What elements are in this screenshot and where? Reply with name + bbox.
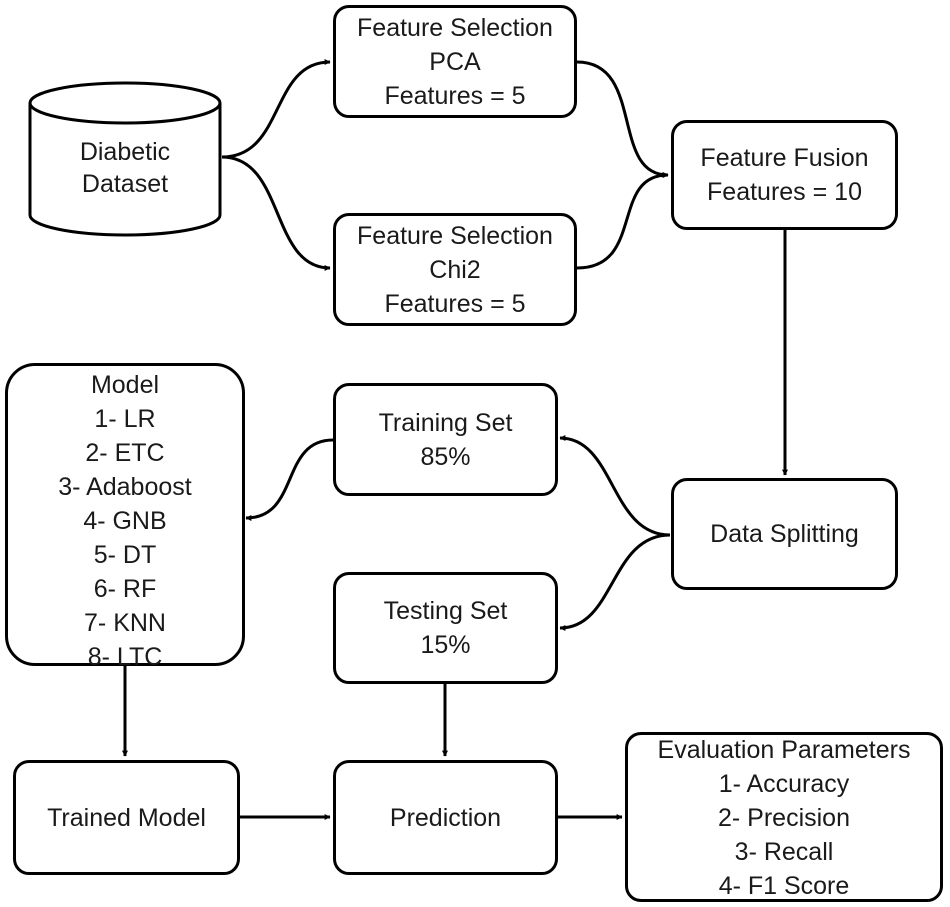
chi2-node: Feature Selection Chi2 Features = 5: [333, 213, 577, 326]
training-line-2: 85%: [420, 442, 471, 471]
pca-line-2: PCA: [429, 47, 481, 76]
model-line-2: 1- LR: [94, 405, 156, 433]
dataset-node: Diabetic Dataset: [32, 136, 218, 200]
fusion-node: Feature Fusion Features = 10: [671, 120, 898, 230]
fusion-line-1: Feature Fusion: [700, 144, 869, 172]
model-line-7: 6- RF: [93, 575, 157, 603]
edge-dataset-to-pca: [221, 59, 331, 159]
splitting-node: Data Splitting: [671, 478, 898, 590]
evaluation-line-2: 1- Accuracy: [718, 770, 850, 798]
model-line-4: 3- Adaboost: [58, 473, 192, 501]
edge-pca-to-fusion: [576, 60, 669, 178]
training-line-1: Training Set: [378, 408, 513, 437]
prediction-node: Prediction: [333, 760, 558, 875]
edge-splitting-to-testing: [559, 533, 671, 631]
model-line-1: Model: [90, 371, 160, 399]
testing-node: Testing Set 15%: [333, 572, 558, 684]
edge-splitting-to-training: [559, 435, 671, 537]
evaluation-line-4: 3- Recall: [734, 838, 834, 866]
model-node: Model 1- LR 2- ETC 3- Adaboost 4- GNB 5-…: [5, 363, 245, 671]
training-node: Training Set 85%: [333, 383, 558, 496]
trained-line-1: Trained Model: [47, 803, 206, 832]
model-line-9: 8- LTC: [87, 643, 163, 671]
model-line-8: 7- KNN: [84, 609, 166, 637]
chi2-line-3: Features = 5: [384, 289, 526, 318]
evaluation-node: Evaluation Parameters 1- Accuracy 2- Pre…: [625, 732, 943, 902]
chi2-line-2: Chi2: [429, 255, 481, 284]
dataset-line-2: Dataset: [81, 170, 169, 198]
edge-training-to-model: [245, 438, 334, 521]
trained-model-node: Trained Model: [13, 760, 240, 875]
pca-line-1: Feature Selection: [357, 13, 553, 42]
chi2-line-1: Feature Selection: [357, 221, 553, 250]
pca-node: Feature Selection PCA Features = 5: [333, 5, 577, 118]
dataset-line-1: Diabetic: [79, 138, 171, 166]
evaluation-line-3: 2- Precision: [718, 804, 850, 832]
testing-line-1: Testing Set: [383, 597, 508, 625]
edge-chi2-to-fusion: [576, 172, 669, 270]
testing-line-2: 15%: [420, 631, 471, 659]
model-line-6: 5- DT: [93, 541, 157, 569]
evaluation-line-1: Evaluation Parameters: [657, 736, 911, 764]
splitting-line-1: Data Splitting: [710, 520, 859, 548]
edge-dataset-to-chi2: [221, 155, 331, 271]
model-line-3: 2- ETC: [85, 439, 165, 467]
dataset-cylinder-shape: [28, 81, 222, 237]
pca-line-3: Features = 5: [384, 81, 526, 110]
evaluation-line-5: 4- F1 Score: [718, 872, 850, 900]
fusion-line-2: Features = 10: [707, 178, 862, 206]
prediction-line-1: Prediction: [389, 803, 502, 832]
model-line-5: 4- GNB: [83, 507, 167, 535]
